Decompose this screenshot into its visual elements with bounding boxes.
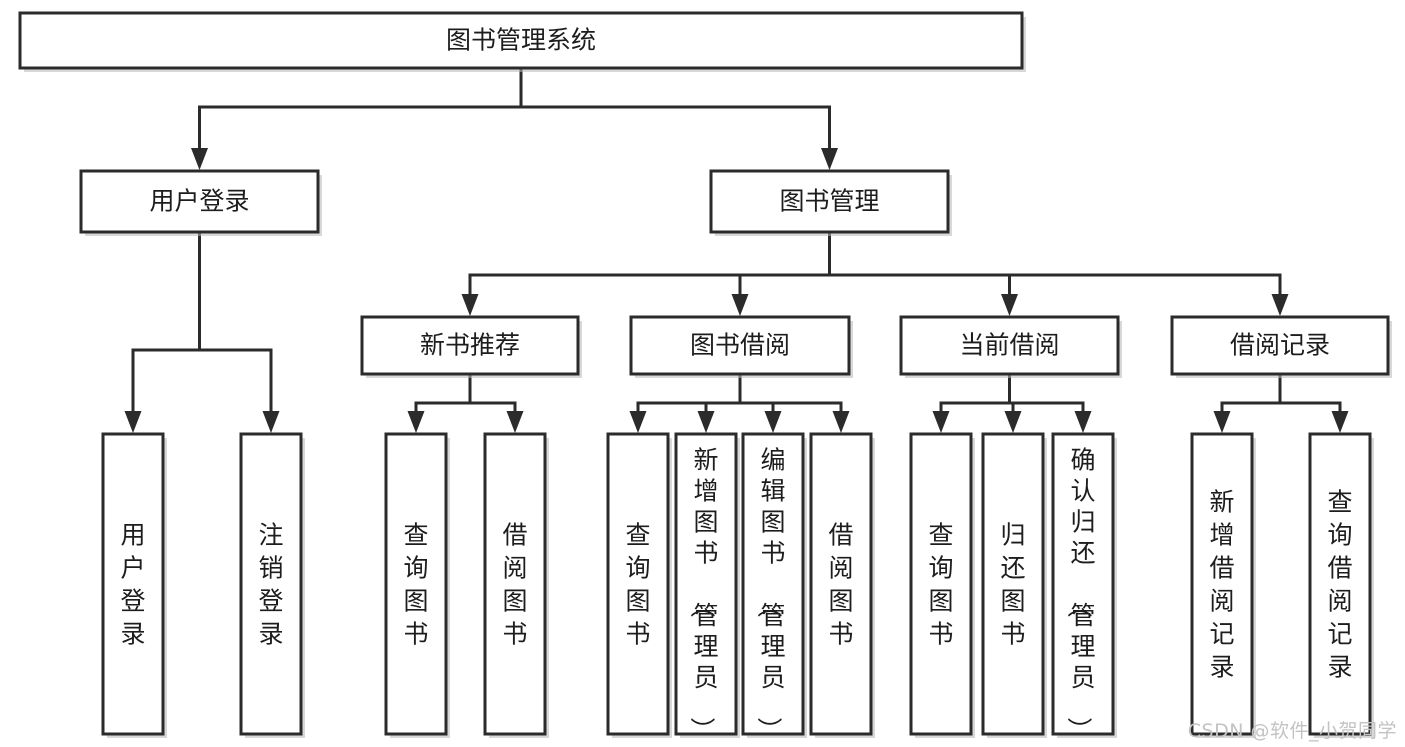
node-l_r_add[interactable]: 新增借阅记录 xyxy=(1190,432,1256,738)
arrow-head-icon xyxy=(461,294,479,316)
node-rect xyxy=(981,432,1045,736)
node-n_current[interactable]: 当前借阅 xyxy=(899,315,1122,378)
node-rect xyxy=(79,169,320,234)
arrow-head-icon xyxy=(932,411,950,433)
node-l_r_query[interactable]: 查询借阅记录 xyxy=(1308,432,1374,738)
arrow-head-icon xyxy=(262,411,280,433)
node-label: 查询图书 xyxy=(625,521,650,649)
node-layer: 图书管理系统用户登录图书管理新书推荐图书借阅当前借阅借阅记录用户登录注销登录查询… xyxy=(18,11,1392,742)
node-rect xyxy=(18,11,1024,70)
node-label: 用户登录 xyxy=(120,521,145,649)
arrow-head-icon xyxy=(1001,294,1018,316)
node-l_b_edit[interactable]: 编辑图书（管理员） xyxy=(741,432,807,742)
node-rect xyxy=(384,432,448,736)
node-n_new_rec[interactable]: 新书推荐 xyxy=(360,315,582,378)
node-rect xyxy=(909,432,973,736)
arrow-head-icon xyxy=(629,411,647,433)
node-l_nr_borrow[interactable]: 借阅图书 xyxy=(483,432,549,738)
node-l_nr_query[interactable]: 查询图书 xyxy=(384,432,450,738)
node-label: 新书推荐 xyxy=(420,331,520,360)
node-rect xyxy=(709,169,950,234)
node-label: 借阅图书 xyxy=(502,521,527,649)
node-label: 编辑图书（管理员） xyxy=(754,445,785,742)
node-label: 图书借阅 xyxy=(690,331,790,360)
arrow-head-icon xyxy=(506,411,524,433)
node-l_c_query[interactable]: 查询图书 xyxy=(909,432,975,738)
node-label: 新增借阅记录 xyxy=(1209,488,1234,682)
node-n_book_mgmt[interactable]: 图书管理 xyxy=(709,169,952,236)
node-label: 用户登录 xyxy=(149,187,249,216)
node-n_borrow[interactable]: 图书借阅 xyxy=(629,315,853,378)
arrow-head-icon xyxy=(1331,411,1349,433)
arrow-head-icon xyxy=(697,411,715,433)
node-rect xyxy=(741,432,805,736)
node-rect xyxy=(1190,432,1254,736)
node-rect xyxy=(360,315,580,376)
node-l_user_login[interactable]: 用户登录 xyxy=(101,432,167,738)
arrow-head-icon xyxy=(1271,294,1289,316)
node-l_b_query[interactable]: 查询图书 xyxy=(606,432,672,738)
arrow-head-icon xyxy=(1004,411,1022,433)
node-label: 图书管理系统 xyxy=(446,26,596,55)
node-label: 归还图书 xyxy=(1000,521,1025,649)
node-n_records[interactable]: 借阅记录 xyxy=(1170,315,1392,378)
node-l_b_borrow[interactable]: 借阅图书 xyxy=(809,432,875,738)
node-rect xyxy=(629,315,851,376)
arrow-head-icon xyxy=(124,411,142,433)
node-rect xyxy=(1308,432,1372,736)
node-rect xyxy=(606,432,670,736)
node-label: 确认归还（管理员） xyxy=(1064,445,1095,742)
arrow-head-icon xyxy=(764,411,782,433)
node-label: 借阅记录 xyxy=(1230,331,1330,360)
node-rect xyxy=(809,432,873,736)
node-label: 借阅图书 xyxy=(828,521,853,649)
node-l_c_return[interactable]: 归还图书 xyxy=(981,432,1047,738)
node-rect xyxy=(101,432,165,736)
node-label: 查询图书 xyxy=(928,521,953,649)
arrow-head-icon xyxy=(1074,411,1092,433)
arrow-head-icon xyxy=(1213,411,1231,433)
node-l_c_confirm[interactable]: 确认归还（管理员） xyxy=(1051,432,1117,742)
node-label: 当前借阅 xyxy=(959,331,1059,360)
node-n_user_login[interactable]: 用户登录 xyxy=(79,169,322,236)
arrow-head-icon xyxy=(731,294,749,316)
node-l_b_add[interactable]: 新增图书（管理员） xyxy=(674,432,740,742)
arrow-head-icon xyxy=(832,411,850,433)
arrow-head-icon xyxy=(821,148,838,170)
node-rect xyxy=(483,432,547,736)
node-rect xyxy=(239,432,303,736)
node-label: 查询图书 xyxy=(403,521,428,649)
node-label: 新增图书（管理员） xyxy=(687,445,718,742)
node-root[interactable]: 图书管理系统 xyxy=(18,11,1026,72)
node-rect xyxy=(899,315,1120,376)
node-rect xyxy=(1051,432,1115,736)
edge-layer xyxy=(124,66,1349,433)
node-label: 图书管理 xyxy=(779,187,879,216)
arrow-head-icon xyxy=(407,411,425,433)
node-label: 查询借阅记录 xyxy=(1327,488,1352,682)
node-rect xyxy=(1170,315,1390,376)
node-l_user_logout[interactable]: 注销登录 xyxy=(239,432,305,738)
node-label: 注销登录 xyxy=(258,521,283,649)
arrow-head-icon xyxy=(191,148,208,170)
node-rect xyxy=(674,432,738,736)
